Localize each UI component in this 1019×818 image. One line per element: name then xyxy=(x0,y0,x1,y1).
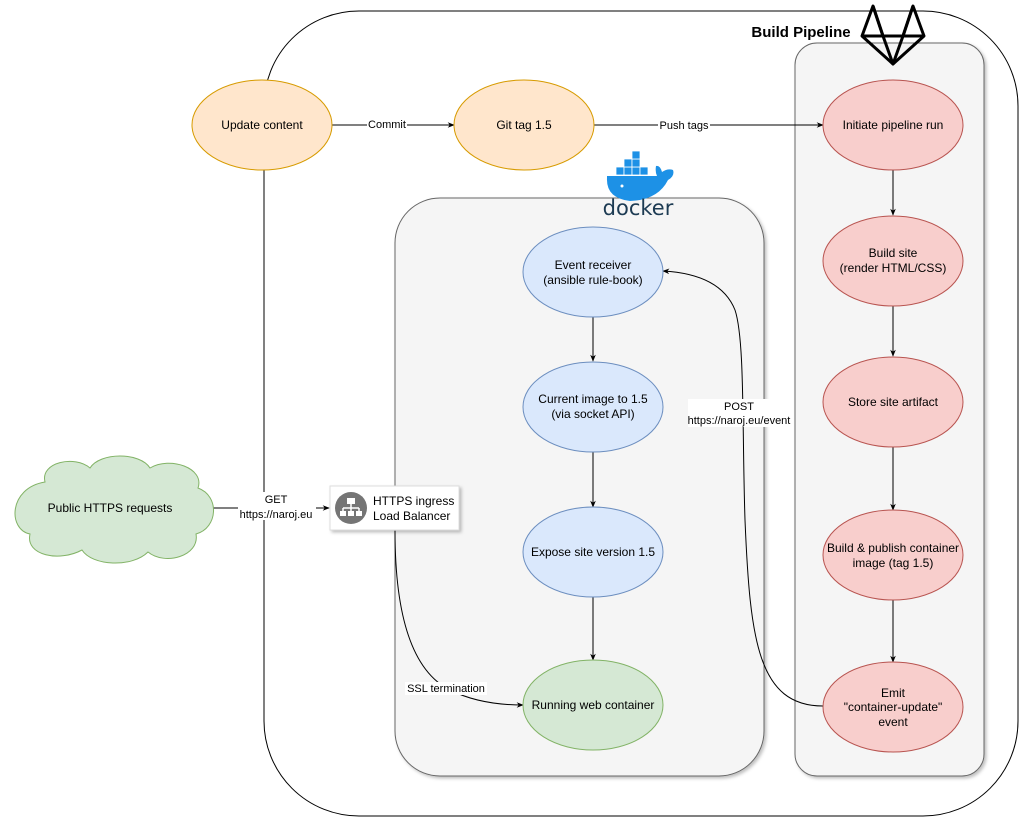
svg-text:Expose site version 1.5: Expose site version 1.5 xyxy=(531,545,655,559)
node-current-image: Current image to 1.5 (via socket API) xyxy=(522,361,664,453)
node-git-tag: Git tag 1.5 xyxy=(453,79,595,171)
docker-wordmark: docker xyxy=(603,196,674,220)
edge-push-tags-label: Push tags xyxy=(660,120,709,132)
svg-text:Emit: Emit xyxy=(881,686,906,700)
svg-text:(render HTML/CSS): (render HTML/CSS) xyxy=(840,261,947,275)
load-balancer-icon xyxy=(335,492,367,524)
svg-text:Store site artifact: Store site artifact xyxy=(848,395,939,409)
edge-commit-label: Commit xyxy=(368,119,406,131)
edge-post-method: POST xyxy=(724,401,754,413)
svg-text:"container-update": "container-update" xyxy=(844,700,943,714)
build-pipeline-title: Build Pipeline xyxy=(751,24,850,41)
svg-text:Build site: Build site xyxy=(869,246,918,260)
node-build-publish: Build & publish container image (tag 1.5… xyxy=(822,509,964,601)
node-emit-event: Emit "container-update" event xyxy=(822,661,964,753)
edge-get-url: https://naroj.eu xyxy=(240,509,313,521)
svg-text:Event receiver: Event receiver xyxy=(555,258,632,272)
edge-post-url: https://naroj.eu/event xyxy=(688,415,791,427)
edge-ssl-label: SSL termination xyxy=(407,683,485,695)
svg-text:(ansible rule-book): (ansible rule-book) xyxy=(543,273,642,287)
node-store-artifact: Store site artifact xyxy=(822,356,964,448)
node-build-site: Build site (render HTML/CSS) xyxy=(822,215,964,307)
svg-text:Initiate pipeline run: Initiate pipeline run xyxy=(843,118,944,132)
node-update-content: Update content xyxy=(191,79,333,171)
svg-text:Update content: Update content xyxy=(221,118,303,132)
svg-text:Public HTTPS requests: Public HTTPS requests xyxy=(48,501,173,515)
gitlab-icon xyxy=(860,4,926,66)
svg-text:Git tag 1.5: Git tag 1.5 xyxy=(496,118,552,132)
svg-text:Running web container: Running web container xyxy=(532,698,655,712)
node-public-requests: Public HTTPS requests xyxy=(14,455,214,564)
svg-text:event: event xyxy=(878,715,908,729)
node-initiate-pipeline: Initiate pipeline run xyxy=(822,79,964,171)
edge-get-method: GET xyxy=(265,494,288,506)
svg-text:image (tag 1.5): image (tag 1.5) xyxy=(853,556,934,570)
node-event-receiver: Event receiver (ansible rule-book) xyxy=(522,226,664,318)
svg-text:(via socket API): (via socket API) xyxy=(551,407,634,421)
node-load-balancer: HTTPS ingress Load Balancer xyxy=(329,485,460,531)
svg-text:Build & publish container: Build & publish container xyxy=(827,541,959,555)
svg-text:HTTPS ingress: HTTPS ingress xyxy=(373,494,454,508)
docker-whale-icon xyxy=(606,150,674,201)
node-expose-site: Expose site version 1.5 xyxy=(522,506,664,598)
node-running-container: Running web container xyxy=(522,659,664,751)
svg-text:Current image to 1.5: Current image to 1.5 xyxy=(538,392,648,406)
edge-post-event xyxy=(662,268,824,707)
svg-text:Load Balancer: Load Balancer xyxy=(373,509,450,523)
